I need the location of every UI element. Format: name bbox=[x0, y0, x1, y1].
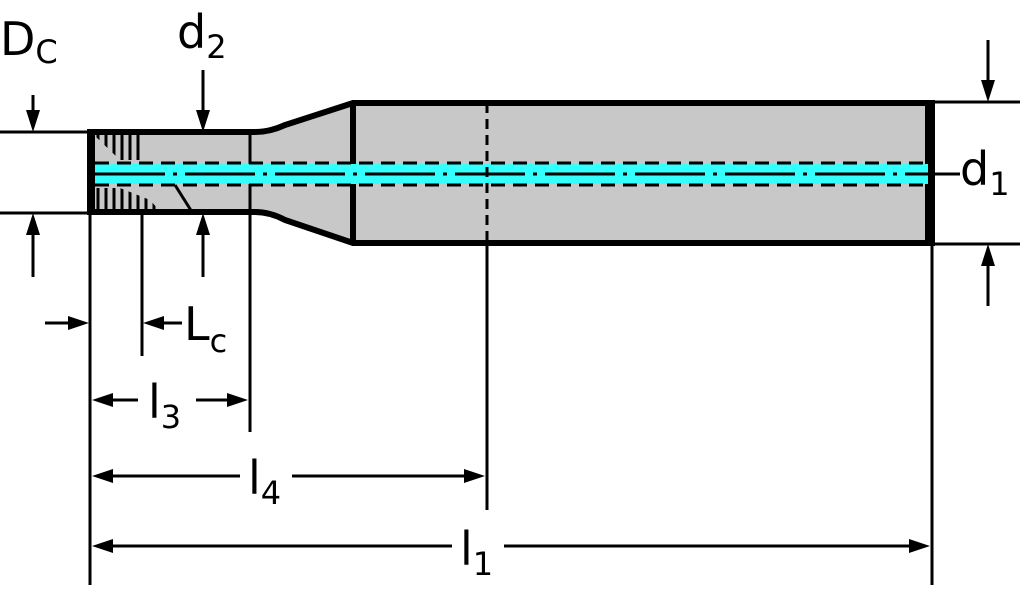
dimension-d1: d1 bbox=[960, 40, 1010, 306]
cutting-edge-hatch-top bbox=[94, 135, 142, 160]
label-d1: d1 bbox=[960, 142, 1010, 203]
dimension-dc: DC bbox=[0, 12, 58, 277]
dimension-l3: l3 bbox=[92, 375, 248, 436]
label-l4: l4 bbox=[248, 451, 281, 512]
label-d2: d2 bbox=[177, 5, 227, 66]
label-l3: l3 bbox=[148, 375, 181, 436]
dimension-lc: Lc bbox=[45, 297, 227, 360]
tool-body bbox=[87, 100, 960, 246]
extension-lines bbox=[0, 100, 1020, 585]
cutting-edge-hatch-bottom bbox=[94, 188, 158, 209]
label-dc: DC bbox=[0, 12, 58, 71]
label-lc: Lc bbox=[184, 297, 227, 360]
dimension-l4: l4 bbox=[92, 451, 485, 512]
dimension-l1: l1 bbox=[92, 522, 930, 583]
dimension-d2: d2 bbox=[177, 5, 227, 277]
label-l1: l1 bbox=[460, 522, 493, 583]
